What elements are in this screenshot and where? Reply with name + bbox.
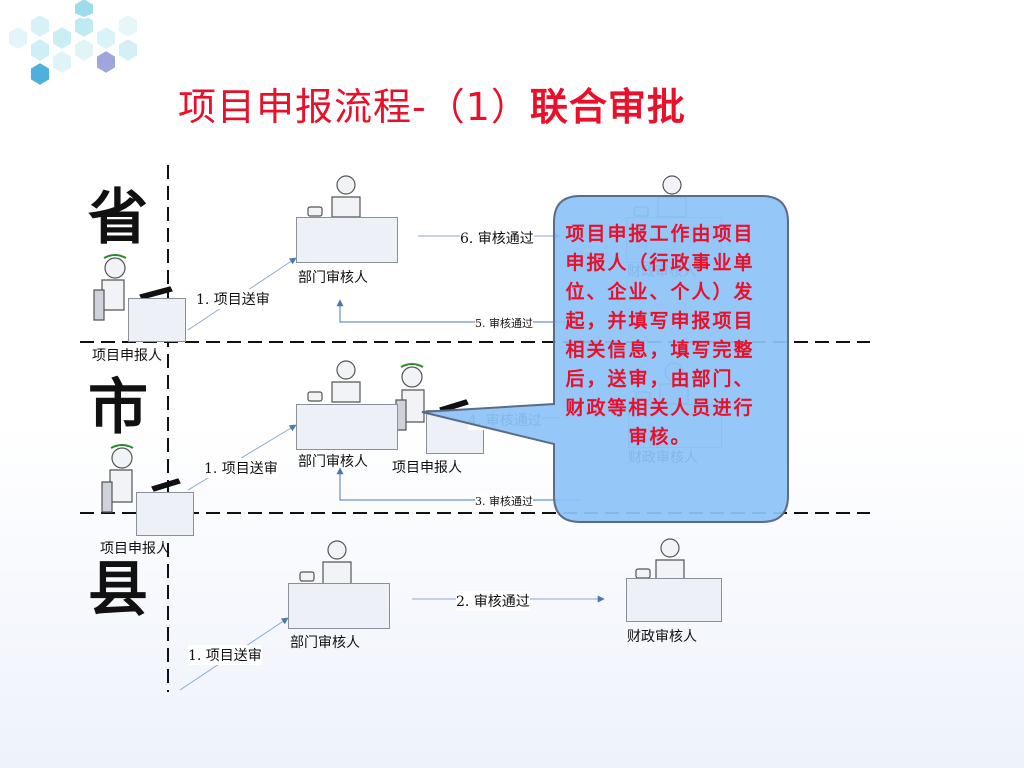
city-middle-applicant-label: 项目申报人 xyxy=(392,460,462,476)
hexagon-decoration xyxy=(7,0,139,88)
city-dept-desk xyxy=(296,404,398,450)
reviewer-head-icon xyxy=(662,175,682,195)
level-city: 市 xyxy=(88,373,148,443)
province-step5-label: 5. 审核通过 xyxy=(475,315,533,331)
callout-text: 项目申报工作由项目申报人（行政事业单位、企业、个人）发起，并填写申报项目相关信息… xyxy=(565,223,755,448)
reviewer-head-icon xyxy=(660,538,680,558)
phone-icon xyxy=(307,206,323,217)
phone-icon xyxy=(299,571,315,582)
city-send-arrow xyxy=(187,424,297,491)
phone-icon xyxy=(307,391,323,402)
county-send-label: 1. 项目送审 xyxy=(188,645,262,665)
county-dept-label: 部门审核人 xyxy=(290,635,360,651)
city-applicant-desk xyxy=(136,492,194,536)
city-dept-label: 部门审核人 xyxy=(298,454,368,470)
title-main: 项目申报流程-（1） xyxy=(178,85,530,129)
page-title: 项目申报流程-（1）联合审批 xyxy=(178,76,686,132)
reviewer-head-icon xyxy=(336,175,356,195)
county-dept-desk xyxy=(288,583,390,629)
level-province: 省 xyxy=(88,183,148,253)
province-send-label: 1. 项目送审 xyxy=(196,289,270,309)
province-applicant-desk xyxy=(128,298,186,342)
city-applicant-label: 项目申报人 xyxy=(100,541,170,557)
county-pass-label: 2. 审核通过 xyxy=(456,591,530,611)
level-county: 县 xyxy=(88,555,148,625)
applicant-head-icon xyxy=(104,257,126,279)
province-dept-desk xyxy=(296,217,398,263)
applicant-head-icon xyxy=(401,366,423,388)
city-step3-label: 3. 审核通过 xyxy=(475,493,533,509)
reviewer-head-icon xyxy=(336,360,356,380)
county-finance-desk xyxy=(626,578,722,622)
province-dept-label: 部门审核人 xyxy=(298,270,368,286)
title-bold: 联合审批 xyxy=(529,85,686,129)
county-finance-label: 财政审核人 xyxy=(627,629,697,645)
province-step6-label: 6. 审核通过 xyxy=(460,228,534,248)
province-applicant-label: 项目申报人 xyxy=(92,348,162,364)
reviewer-head-icon xyxy=(327,540,347,560)
city-send-label: 1. 项目送审 xyxy=(204,458,278,478)
applicant-head-icon xyxy=(111,447,133,469)
